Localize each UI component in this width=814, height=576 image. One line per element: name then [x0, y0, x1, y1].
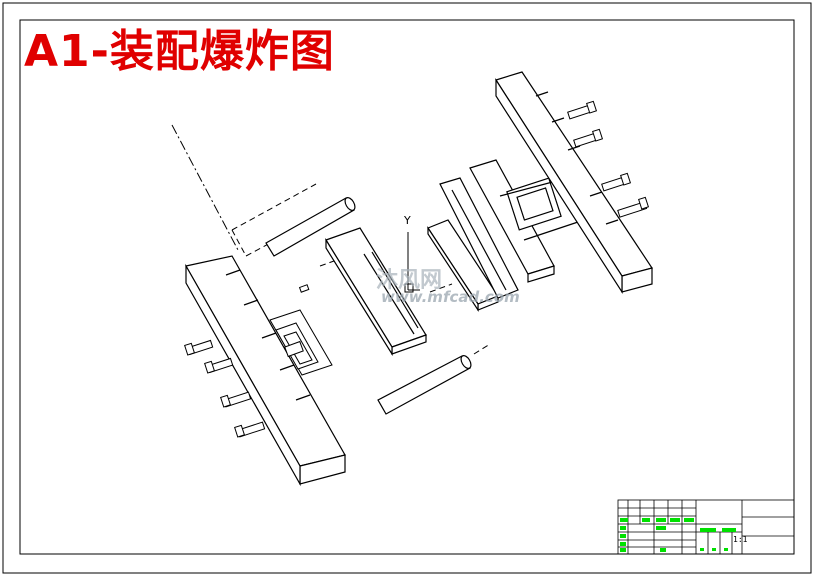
die-plate: [439, 159, 579, 299]
middle-block: [325, 227, 427, 357]
title-block: [617, 499, 795, 555]
axis-label-y: Y: [404, 214, 411, 227]
punch-block: [427, 219, 499, 313]
center-line: [171, 124, 239, 251]
right-clamp-plate: [495, 71, 653, 295]
left-die-insert: [269, 309, 333, 376]
right-bolts: [567, 100, 650, 218]
watermark-logo: 沐风网: [376, 268, 443, 293]
small-screw: [298, 284, 310, 293]
drawing-title: A1-装配爆炸图: [24, 26, 335, 77]
left-clamp-plate: [185, 255, 346, 487]
scale-text: 1:1: [733, 535, 748, 544]
inner-border: [19, 19, 795, 555]
title-block-highlights: [620, 518, 736, 552]
upper-guide-pin: [265, 197, 356, 257]
ucs-axis-icon: [404, 232, 420, 293]
lower-guide-pin: [377, 355, 472, 415]
watermark-url: www.mfcad.com: [381, 288, 520, 306]
left-bolts: [184, 339, 266, 438]
